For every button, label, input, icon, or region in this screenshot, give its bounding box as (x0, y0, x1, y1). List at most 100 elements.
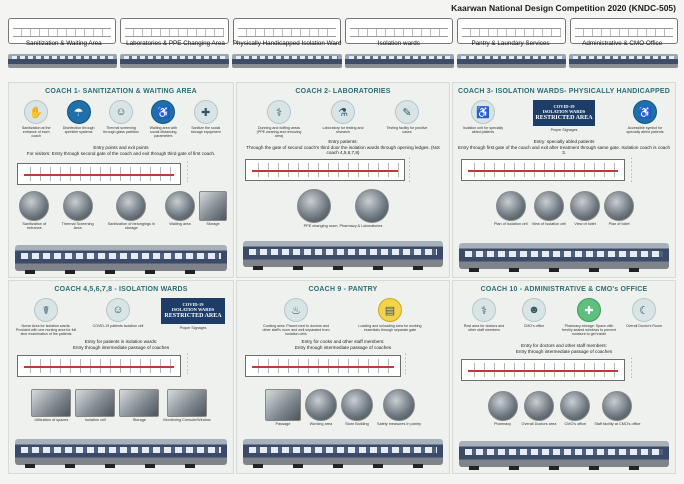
strip-label: Sanitization & Waiting Area (25, 40, 102, 47)
icon-caption: Accessible symbol for specially abled pa… (626, 126, 664, 135)
coach2-title: COACH 2- LABORATORIES (295, 88, 391, 95)
icon-item: COVID-19 ISOLATION WARDS RESTRICTED AREA… (159, 298, 227, 330)
photo: Store Building (340, 389, 373, 426)
icon-item: ✚Sanitize the social storage equipment (188, 100, 224, 138)
icon-item: ▤ Loading and unloading area for working … (355, 298, 425, 336)
photo-image (297, 189, 331, 223)
photo-image (75, 389, 116, 417)
pharmacy-icon: ✚ (577, 298, 601, 322)
icon-caption: Loading and unloading area for working e… (358, 324, 422, 333)
icon-item: ⚕Donning and doffing areas (PPE wearing … (256, 100, 302, 138)
photo-image (340, 389, 373, 421)
restricted-area-sign: COVID-19 ISOLATION WARDS RESTRICTED AREA (161, 298, 225, 324)
swab-icon: ✎ (395, 100, 419, 124)
coach10-icons: ⚕Rest area for doctors and other staff m… (459, 298, 669, 336)
coach10-floor-plan (461, 359, 625, 381)
photo: Sanitization of belongings in storage (102, 191, 161, 230)
icon-caption: Laboratory for testing and research (322, 126, 364, 135)
strip-label: Pantry & Laundary Services (471, 40, 550, 47)
photo-image (19, 191, 50, 221)
photo-caption: Store Building (345, 422, 369, 426)
coach2-floor-plan (245, 159, 405, 181)
icon-caption: Disinfection through sprinkler systems (62, 126, 95, 135)
icon-caption: Pharmacy storage: Space with freshly sea… (562, 324, 616, 337)
disinfection-tunnel-icon: ☂ (66, 100, 91, 124)
coach2-panel: COACH 2- LABORATORIES ⚕Donning and doffi… (236, 82, 450, 278)
coach3-photos: Plan of Isolation cell View of Isolation… (459, 191, 669, 226)
coach3-train-render (459, 243, 669, 272)
storage-icon: ▤ (378, 298, 402, 322)
photo-caption: View of toilet (574, 222, 596, 226)
coach2-train-render (243, 241, 443, 270)
photo-caption: Plan of Isolation cell (493, 222, 528, 226)
photo: Sanitization of entrance (15, 191, 54, 230)
photo-caption: Storage (132, 418, 147, 422)
coach10-train-render (459, 441, 669, 470)
coach-outline-row (8, 18, 678, 46)
nurse-icon: ☤ (34, 298, 58, 322)
strip-label: Physically Handicapped Isolation Ward (232, 40, 342, 47)
train-car (232, 54, 342, 68)
coach10-photos: Pharmacy Overall Doctors area CMO's offi… (459, 391, 669, 426)
photo-caption: PPE changing room, Pharmacy & Laboratori… (303, 224, 383, 228)
photo-image (487, 391, 518, 421)
coach4-photos: Utilization of spaces Isolation cell Sto… (15, 389, 227, 422)
photo: Storage (198, 191, 227, 230)
icon-caption: Nurse Area for isolation wards: Provided… (15, 324, 77, 337)
badge-line: COVID-19 (182, 301, 204, 307)
icon-caption: Thermal screening through glass partitio… (103, 126, 139, 135)
photo-image (167, 389, 207, 417)
train-elevation-strip (8, 54, 679, 70)
icon-caption: Overall Doctor's Room (625, 324, 663, 328)
photo-caption: Passage (275, 422, 291, 426)
strip-labels: Sanitization & Waiting Area Laboratories… (8, 40, 678, 47)
photo: CMO's office (560, 391, 591, 426)
coach9-legend (405, 353, 447, 376)
rest-icon: ☾ (632, 298, 656, 322)
icon-caption: CMO's office (523, 324, 545, 328)
photo-caption: Sanitization of belongings in storage (107, 222, 155, 231)
coach1-title: COACH 1- SANITIZATION & WAITING AREA (45, 88, 197, 95)
photo: Plan of Isolation cell (494, 191, 528, 226)
photo: Utilization of spaces (31, 389, 72, 422)
photo-caption: Sanitization of entrance (22, 222, 47, 231)
icon-caption: Proper Signages (550, 128, 578, 132)
strip-label: Isolation wards (377, 40, 420, 47)
strip-label: Administrative & CMO Office (582, 40, 663, 47)
coach3-floor-plan (461, 159, 625, 181)
photo: Plan of toilet (604, 191, 635, 226)
icon-item: ✚ Pharmacy storage: Space with freshly se… (561, 298, 617, 336)
coach4-train-render (15, 439, 227, 468)
photo-group (297, 189, 389, 223)
photo-caption: Working area (309, 422, 333, 426)
coach9-title: COACH 9 - PANTRY (308, 286, 378, 293)
photo-image (355, 189, 389, 223)
coach4-panel: COACH 4,5,6,7,8 - ISOLATION WARDS ☤ Nurse… (8, 280, 234, 474)
icon-item: ♿Waiting area with social distancing par… (145, 100, 181, 138)
coach4-title: COACH 4,5,6,7,8 - ISOLATION WARDS (54, 286, 188, 293)
badge-line: ISOLATION WARDS (171, 306, 215, 312)
photo: View of toilet (570, 191, 601, 226)
coach-outline (569, 18, 678, 44)
coach2-icons: ⚕Donning and doffing areas (PPE wearing … (243, 100, 443, 138)
photo-caption: View of Isolation cell (531, 222, 567, 226)
photo: Monitoring Console/Window (163, 389, 211, 422)
photo-image (523, 391, 554, 421)
coach9-photos: Passage Working area Store Building Safe… (243, 389, 443, 426)
badge-line: ISOLATION WARDS (542, 108, 586, 114)
photo: Staff facility at CMO's office (594, 391, 641, 426)
photo-image (119, 389, 160, 417)
coach10-panel: COACH 10 - ADMINISTRATIVE & CMO's OFFICE… (452, 280, 676, 474)
photo: Pharmacy (487, 391, 518, 426)
coach9-floor-plan (245, 355, 401, 377)
hand-sanitizer-icon: ✋ (24, 100, 49, 124)
icon-item: ✎Testing facility for positive cases (384, 100, 430, 138)
coach2-legend (409, 157, 451, 184)
icon-caption: Donning and doffing areas (PPE wearing a… (256, 126, 302, 139)
coach3-icons: ♿Isolation unit for specially abled pati… (459, 100, 669, 134)
photo-caption: Thermal Screening Area (61, 222, 94, 231)
train-car (344, 54, 454, 68)
train-car (8, 54, 118, 68)
photo: Overall Doctors area (522, 391, 556, 426)
coach4-legend (187, 353, 229, 376)
